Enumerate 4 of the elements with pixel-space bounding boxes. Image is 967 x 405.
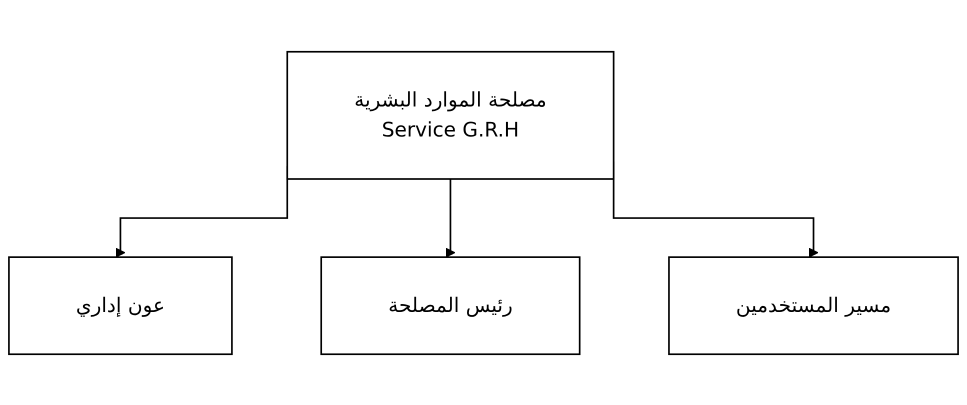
node-box: عون إداري <box>8 256 233 355</box>
arrow <box>446 178 456 258</box>
node-box: مسير المستخدمين <box>668 256 959 355</box>
node-box: رئيس المصلحة <box>320 256 580 355</box>
